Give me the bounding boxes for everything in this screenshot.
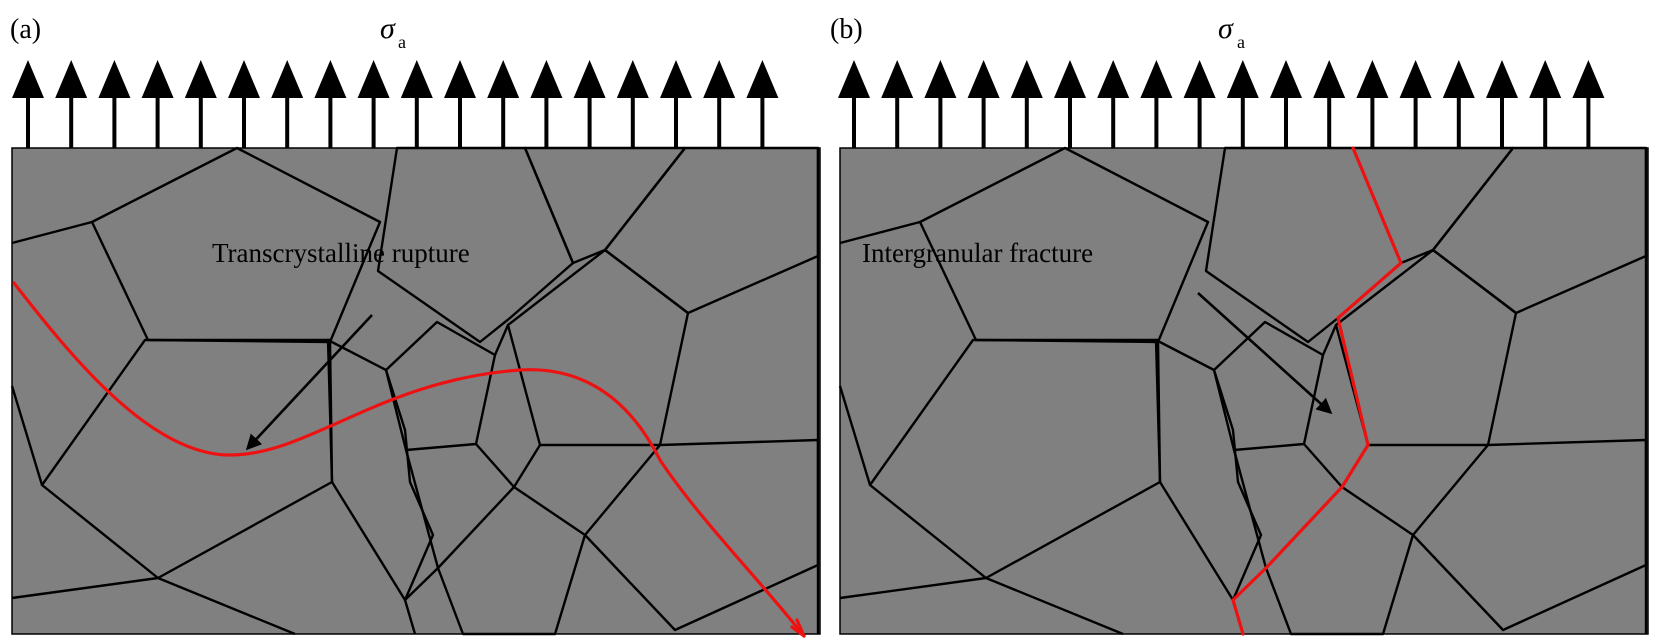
load-arrow-icon [1054, 60, 1086, 148]
annotation-arrow-icon [1197, 292, 1333, 415]
grain-white [384, 320, 497, 452]
load-arrow-icon [98, 60, 131, 148]
grain-light [918, 146, 1210, 344]
load-arrow-icon [838, 60, 870, 148]
load-arrow-icon [228, 60, 260, 148]
grain-boundary [839, 576, 1124, 636]
load-arrow-icon [1183, 60, 1216, 148]
annotation-text: Intergranular fracture [862, 238, 1093, 268]
stress-subscript: a [398, 32, 406, 52]
grain-white [436, 485, 587, 636]
load-arrow-icon [703, 60, 736, 148]
load-arrow-icon [141, 60, 174, 148]
load-arrow-icon [184, 60, 217, 148]
load-arrow-icon [1010, 60, 1043, 148]
grain-boundary [475, 443, 542, 489]
grain-boundary [11, 576, 296, 636]
load-arrow-icon [573, 60, 606, 148]
crack-tip-icon [790, 618, 806, 638]
grain-light [90, 146, 382, 344]
load-arrow-icon [314, 60, 347, 148]
load-arrow-icon [55, 60, 88, 148]
load-arrow-icon [1486, 60, 1518, 148]
load-arrow-icon [1140, 60, 1173, 148]
grain-light [506, 248, 690, 447]
grain-white [40, 338, 334, 580]
load-arrow-icon [1529, 60, 1562, 148]
crack-path [1231, 146, 1403, 636]
load-arrow-icon [1442, 60, 1475, 148]
grain-structure [838, 146, 1649, 636]
load-arrow-icon [746, 60, 779, 148]
grain-matrix [840, 148, 1648, 634]
stress-symbol: σ [1218, 12, 1234, 45]
load-arrow-icon [12, 60, 44, 148]
load-arrow-icon [400, 60, 433, 148]
load-arrow-icon [881, 60, 914, 148]
load-arrow-icon [1270, 60, 1302, 148]
load-arrows [12, 60, 779, 148]
stress-subscript: a [1237, 32, 1245, 52]
panel-label: (b) [830, 14, 863, 45]
grain-boundary [1321, 324, 1338, 356]
grain-boundary [404, 449, 440, 569]
applied-stress-label: σ a [380, 12, 406, 52]
load-arrow-icon [1313, 60, 1346, 148]
load-arrow-icon [271, 60, 304, 148]
load-arrow-icon [660, 60, 692, 148]
load-arrow-icon [487, 60, 520, 148]
load-arrow-icon [444, 60, 476, 148]
stress-symbol: σ [380, 12, 396, 45]
grain-white [1212, 320, 1325, 452]
load-arrow-icon [357, 60, 390, 148]
load-arrow-icon [1226, 60, 1259, 148]
load-arrow-icon [530, 60, 563, 148]
grain-boundary [403, 567, 439, 635]
load-arrow-icon [616, 60, 649, 148]
grain-white [868, 338, 1162, 580]
grain-boundary [11, 220, 93, 245]
load-arrow-icon [924, 60, 957, 148]
annotation-text: Transcrystalline rupture [212, 238, 470, 268]
load-arrow-icon [1356, 60, 1389, 148]
load-arrow-icon [1572, 60, 1605, 148]
grain-boundary [839, 220, 921, 245]
crack-path [12, 281, 806, 638]
grain-boundary [838, 385, 872, 486]
load-arrow-icon [967, 60, 1000, 148]
load-arrow-icon [1399, 60, 1432, 148]
grain-boundary [493, 324, 510, 356]
grain-boundary [1232, 449, 1268, 569]
annotation-arrow-icon [245, 314, 373, 451]
specimen-outline [11, 147, 821, 635]
applied-stress-label: σ a [1218, 12, 1245, 52]
panel-a: (a) σ a [10, 12, 821, 638]
panel-b: (b) σ a [830, 12, 1649, 636]
grain-boundary [10, 385, 44, 486]
load-arrow-icon [1097, 60, 1130, 148]
panel-label: (a) [10, 14, 41, 45]
load-arrows [838, 60, 1605, 148]
